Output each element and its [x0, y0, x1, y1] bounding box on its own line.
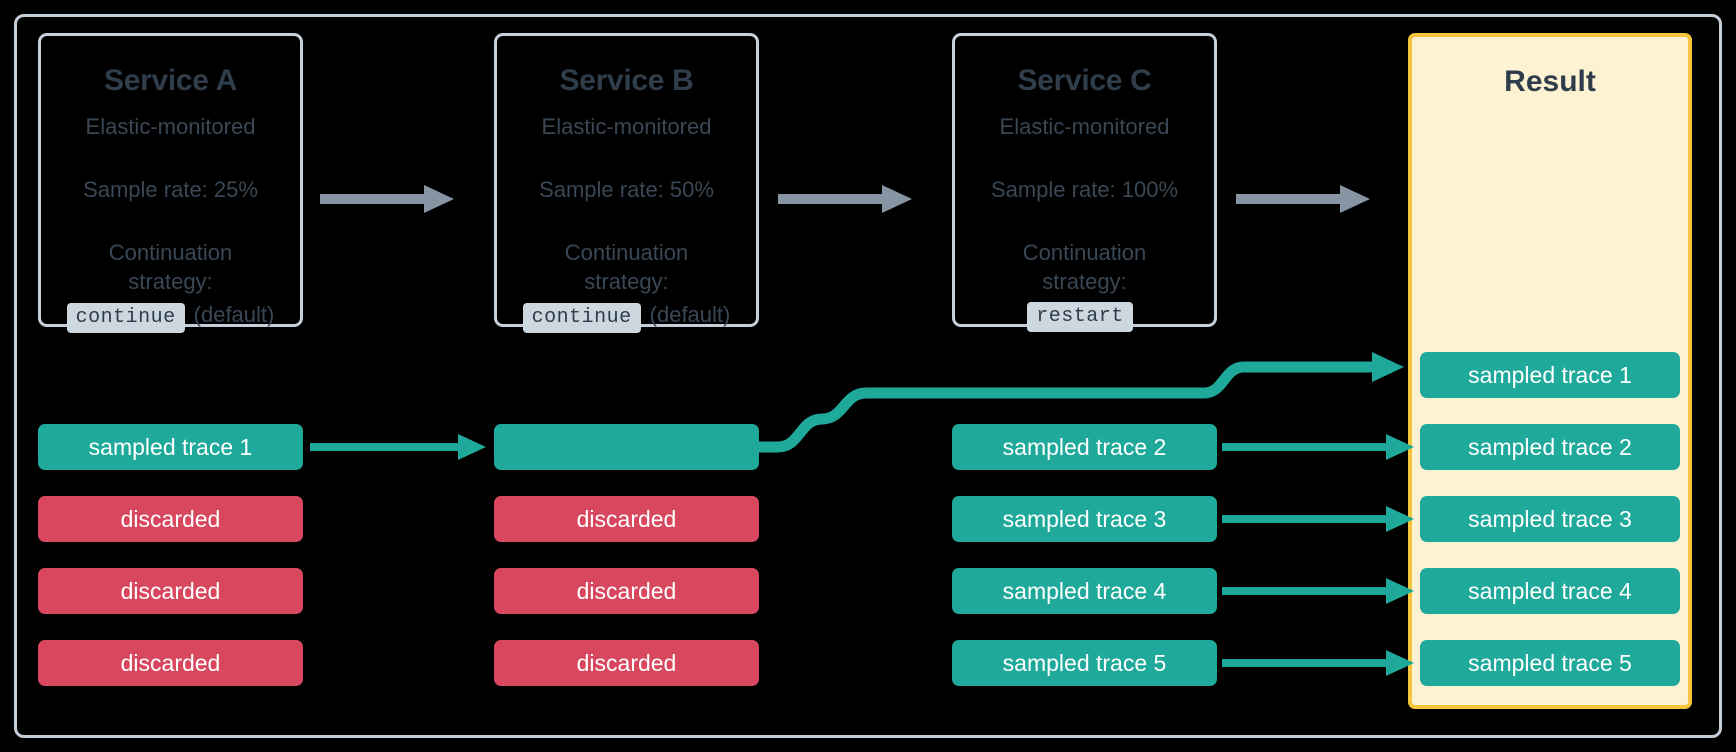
- trace-bar-a-2: discarded: [38, 568, 303, 614]
- service-a-strategy-note: (default): [193, 301, 275, 327]
- teal-arrow-c0-to-result-icon: [1222, 434, 1414, 460]
- stage-arrow-b-to-c-icon: [778, 184, 912, 214]
- teal-arrow-a-to-b-icon: [310, 434, 486, 460]
- trace-bar-b-0: [494, 424, 759, 470]
- curved-connector-b-to-result-trace-1-icon: [748, 340, 1428, 470]
- stage-arrow-a-to-b-icon: [320, 184, 454, 214]
- trace-bar-b-3: discarded: [494, 640, 759, 686]
- service-c-title: Service C: [1017, 64, 1152, 97]
- trace-bar-b-1: discarded: [494, 496, 759, 542]
- service-c-sample-rate: Sample rate: 100%: [990, 177, 1179, 202]
- service-b-title: Service B: [559, 64, 694, 97]
- result-trace-bar-0: sampled trace 1: [1420, 352, 1680, 398]
- teal-arrow-c1-to-result-icon: [1222, 506, 1414, 532]
- service-b-strategy-badge: continue: [522, 302, 641, 333]
- service-card-b: Service B Elastic-monitored Sample rate:…: [494, 33, 759, 333]
- service-a-strategy-row: continue (default): [66, 301, 275, 333]
- stage-arrow-c-to-result-icon: [1236, 184, 1370, 214]
- trace-bar-a-0: sampled trace 1: [38, 424, 303, 470]
- service-c-strategy-badge: restart: [1027, 301, 1133, 332]
- service-b-strategy-row: continue (default): [522, 301, 731, 333]
- service-b-sample-rate: Sample rate: 50%: [539, 177, 714, 202]
- service-c-strategy-row: restart: [1027, 301, 1142, 332]
- service-a-strategy-badge: continue: [66, 302, 185, 333]
- teal-arrow-c3-to-result-icon: [1222, 650, 1414, 676]
- result-trace-bar-1: sampled trace 2: [1420, 424, 1680, 470]
- result-trace-bar-3: sampled trace 4: [1420, 568, 1680, 614]
- trace-bar-c-1: sampled trace 3: [952, 496, 1217, 542]
- diagram-outer-frame: [14, 14, 1722, 738]
- trace-bar-a-3: discarded: [38, 640, 303, 686]
- service-b-strategy-note: (default): [649, 301, 731, 327]
- trace-bar-c-0: sampled trace 2: [952, 424, 1217, 470]
- teal-arrow-c2-to-result-icon: [1222, 578, 1414, 604]
- service-card-c: Service C Elastic-monitored Sample rate:…: [952, 33, 1217, 332]
- trace-bar-b-2: discarded: [494, 568, 759, 614]
- trace-bar-a-1: discarded: [38, 496, 303, 542]
- result-trace-bar-2: sampled trace 3: [1420, 496, 1680, 542]
- service-a-sample-rate: Sample rate: 25%: [83, 177, 258, 202]
- trace-bar-c-3: sampled trace 5: [952, 640, 1217, 686]
- service-card-a: Service A Elastic-monitored Sample rate:…: [38, 33, 303, 333]
- service-b-subtitle: Elastic-monitored: [541, 114, 712, 139]
- result-title: Result: [1504, 65, 1596, 98]
- service-c-subtitle: Elastic-monitored: [999, 114, 1170, 139]
- result-trace-bar-4: sampled trace 5: [1420, 640, 1680, 686]
- service-a-title: Service A: [104, 64, 237, 97]
- service-a-subtitle: Elastic-monitored: [85, 114, 256, 139]
- trace-bar-c-2: sampled trace 4: [952, 568, 1217, 614]
